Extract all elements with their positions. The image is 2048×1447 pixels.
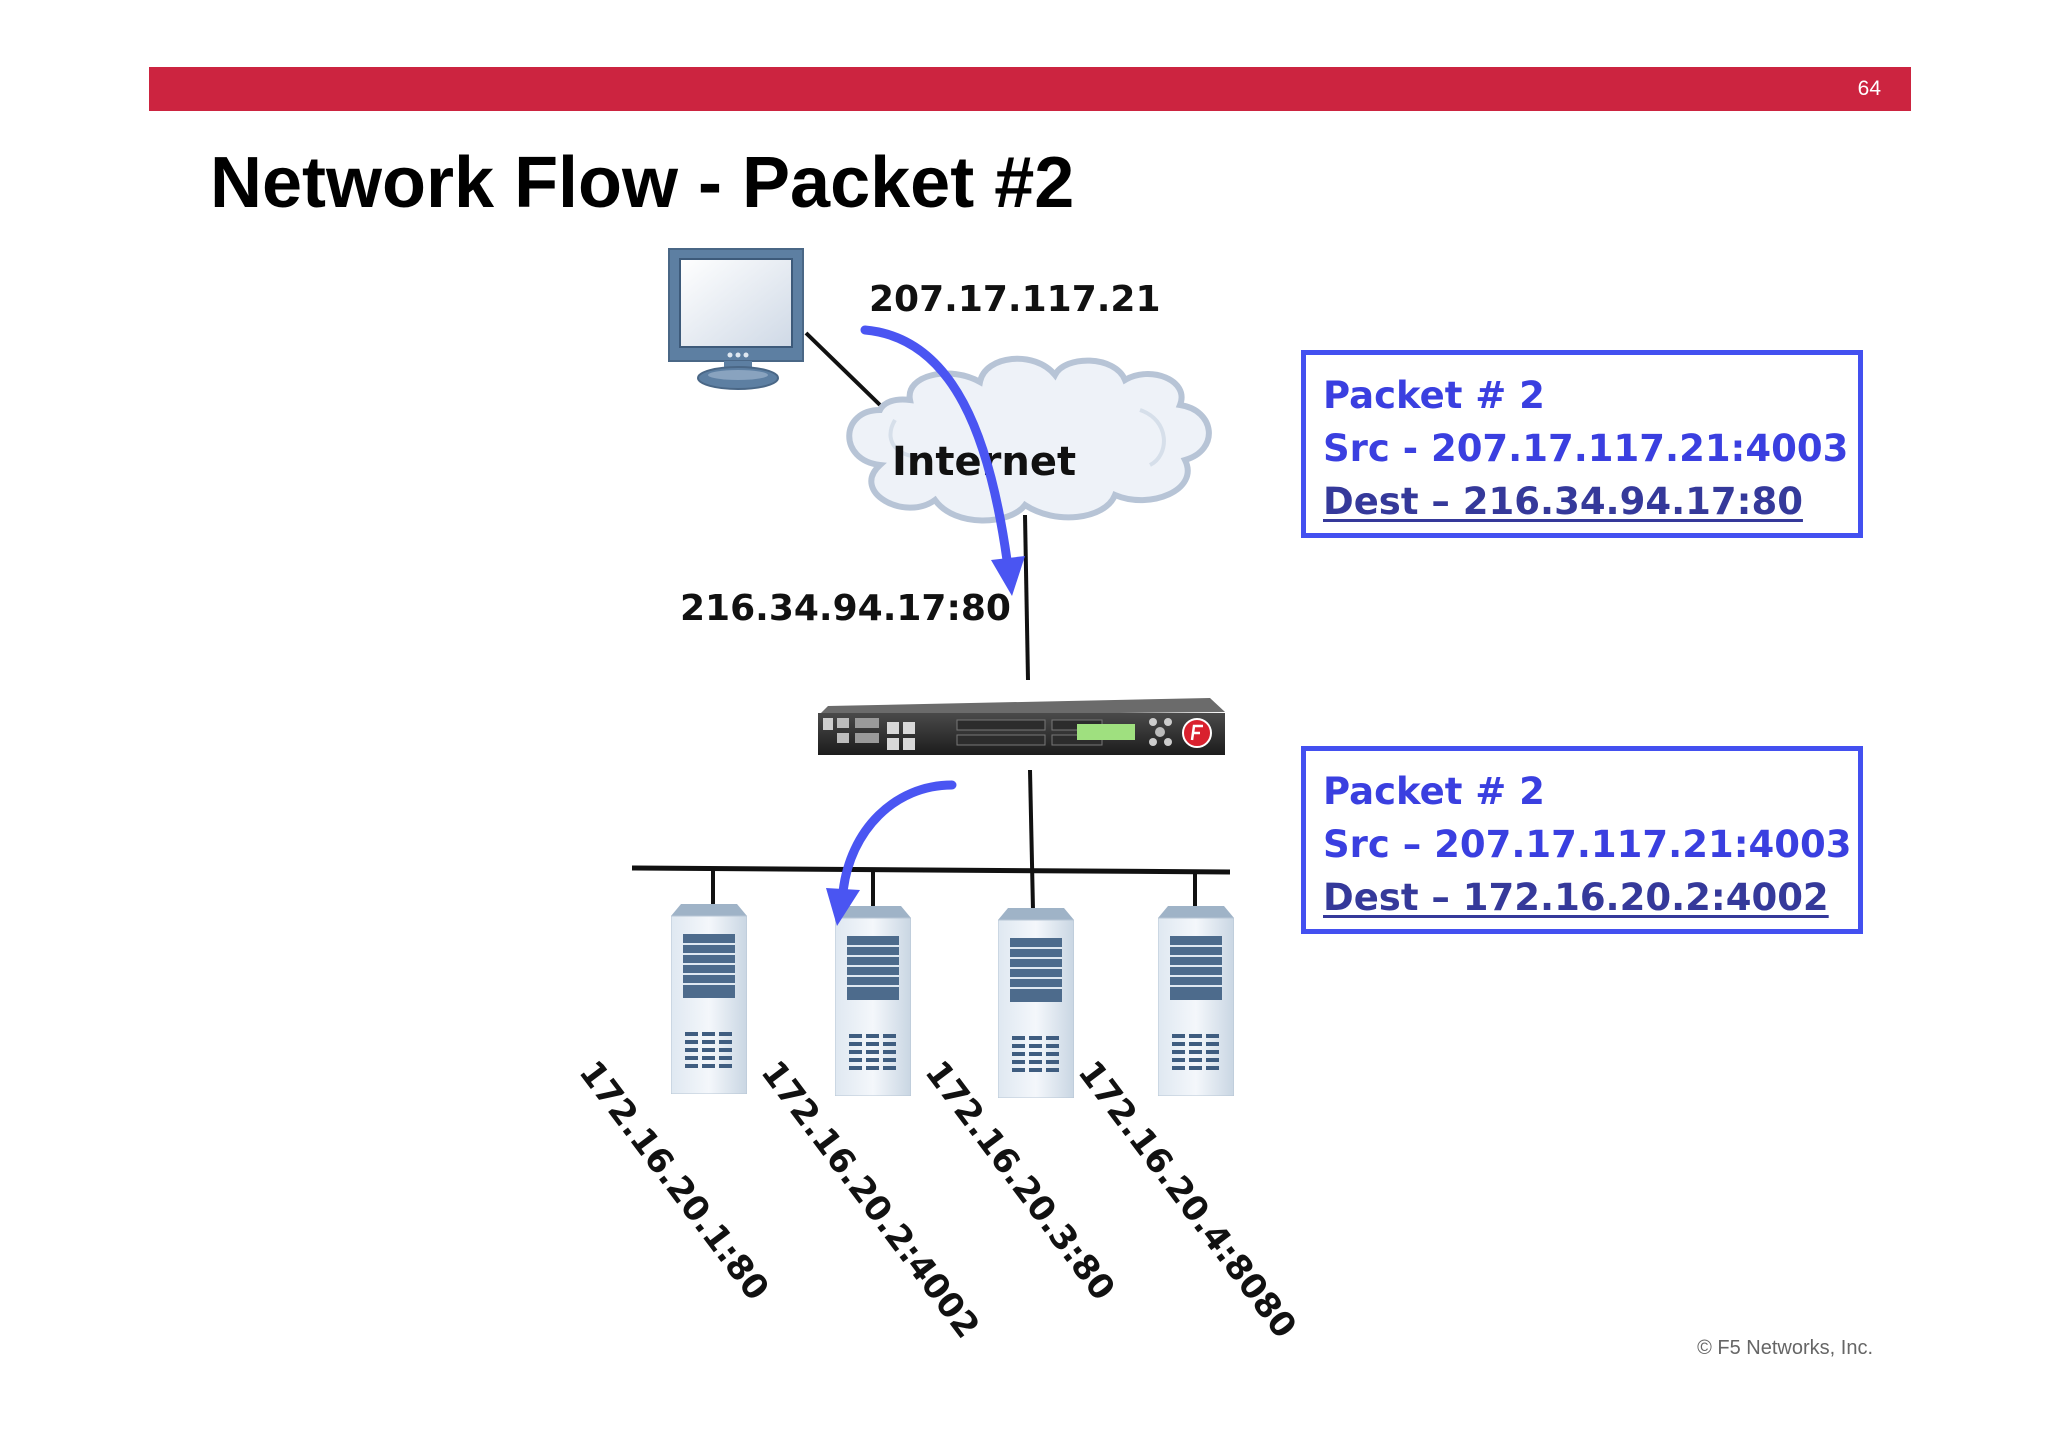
server-2-icon	[835, 906, 911, 1096]
server-1-icon	[671, 904, 747, 1094]
client-ip-label: 207.17.117.21	[869, 279, 1161, 320]
page-number: 64	[1857, 77, 1881, 100]
packet-after-box: Packet # 2 Src – 207.17.117.21:4003 Dest…	[1301, 746, 1863, 934]
header-bar: 64	[149, 67, 1911, 111]
slide-title: Network Flow - Packet #2	[210, 143, 1075, 223]
appliance-bus-link	[1028, 769, 1035, 911]
inbound-flow-arrow	[860, 325, 1025, 596]
packet-before-title: Packet # 2	[1323, 374, 1545, 417]
server-4-address: 172.16.20.4:8080	[1070, 1053, 1304, 1346]
copyright-notice: © F5 Networks, Inc.	[1697, 1337, 1873, 1359]
virtual-server-label: 216.34.94.17:80	[680, 588, 1011, 629]
packet-after-dest: Dest – 172.16.20.2:4002	[1323, 876, 1829, 919]
packet-after-title: Packet # 2	[1323, 770, 1545, 813]
internet-appliance-link	[1023, 514, 1030, 681]
server-3-icon	[998, 908, 1074, 1098]
packet-before-box: Packet # 2 Src - 207.17.117.21:4003 Dest…	[1301, 350, 1863, 538]
internet-cloud-icon	[846, 355, 1212, 524]
packet-before-dest: Dest – 216.34.94.17:80	[1323, 480, 1803, 523]
forward-flow-arrow	[826, 780, 957, 926]
client-computer-icon	[668, 248, 804, 390]
client-internet-link	[804, 331, 882, 407]
server-bus	[631, 865, 1231, 875]
f5-appliance-icon	[818, 698, 1225, 755]
server-4-icon	[1158, 906, 1234, 1096]
packet-before-src: Src - 207.17.117.21:4003	[1323, 427, 1849, 470]
packet-after-src: Src – 207.17.117.21:4003	[1323, 823, 1852, 866]
